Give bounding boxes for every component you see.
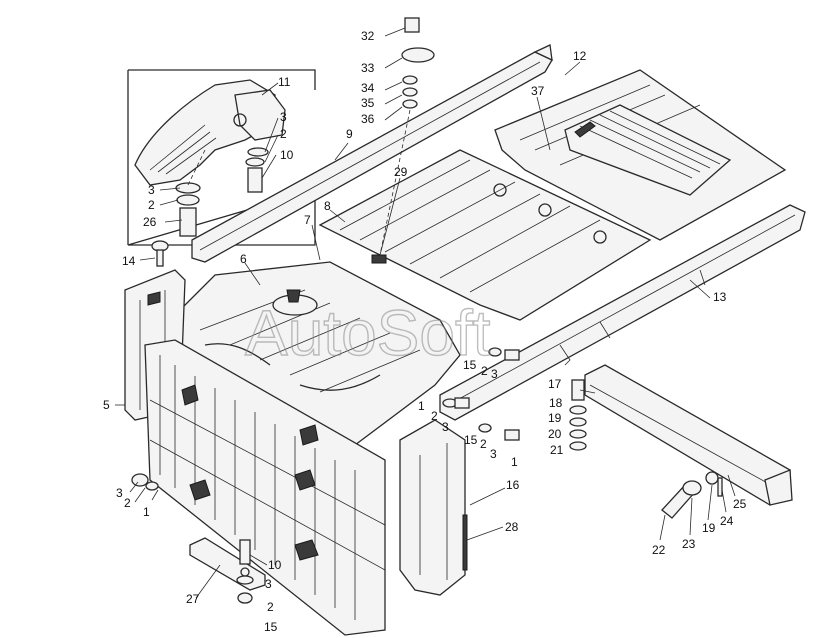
callout-9: 9 [346,127,353,141]
callout-23: 23 [682,537,696,551]
callout-5: 5 [103,398,110,412]
callout-15: 15 [264,620,278,634]
callout-12: 12 [573,49,587,63]
callout-8: 8 [324,199,331,213]
callout-13: 13 [713,290,727,304]
callout-15: 15 [463,358,477,372]
callout-21: 21 [550,443,564,457]
tailgate-panel [144,339,386,636]
watermark: AutoSoft [245,297,491,369]
fasteners [131,17,723,604]
callout-17: 17 [548,377,562,391]
callout-37: 37 [531,84,545,98]
callout-19: 19 [548,411,562,425]
callout-3: 3 [491,367,498,381]
callout-22: 22 [652,543,666,557]
callout-3: 3 [490,447,497,461]
callout-2: 2 [280,127,287,141]
callout-3: 3 [116,486,123,500]
callout-1: 1 [143,505,150,519]
callout-15: 15 [464,433,478,447]
callout-7: 7 [304,213,311,227]
callout-1: 1 [418,399,425,413]
callout-6: 6 [240,252,247,266]
callout-26: 26 [143,215,157,229]
callouts: 11 3 2 10 3 2 26 9 12 37 29 8 7 6 13 14 … [103,29,747,634]
callout-32: 32 [361,29,375,43]
callout-29: 29 [394,165,408,179]
cross-member [584,364,793,506]
callout-19: 19 [702,521,716,535]
callout-36: 36 [361,112,375,126]
callout-1: 1 [511,455,518,469]
callout-2: 2 [481,364,488,378]
floor-panel-8 [318,149,652,321]
callout-27: 27 [186,592,200,606]
callout-2: 2 [267,600,274,614]
callout-11: 11 [278,75,291,89]
callout-2: 2 [124,496,131,510]
leader-lines [115,27,736,599]
side-rail-9 [191,44,553,263]
callout-3: 3 [265,577,272,591]
callout-3: 3 [148,183,155,197]
callout-3: 3 [442,420,449,434]
callout-10: 10 [268,558,282,572]
callout-34: 34 [361,81,375,95]
side-rail-13 [439,204,806,421]
callout-3: 3 [280,110,287,124]
callout-2: 2 [480,437,487,451]
callout-35: 35 [361,96,375,110]
callout-24: 24 [720,514,734,528]
callout-16: 16 [506,478,520,492]
callout-20: 20 [548,427,562,441]
callout-2: 2 [431,409,438,423]
mudguard-16 [399,419,468,596]
callout-2: 2 [148,198,155,212]
callout-10: 10 [280,148,294,162]
callout-14: 14 [122,254,136,268]
callout-33: 33 [361,61,375,75]
floor-panel-12 [494,69,787,241]
callout-28: 28 [505,520,519,534]
callout-25: 25 [733,497,747,511]
callout-18: 18 [549,396,563,410]
